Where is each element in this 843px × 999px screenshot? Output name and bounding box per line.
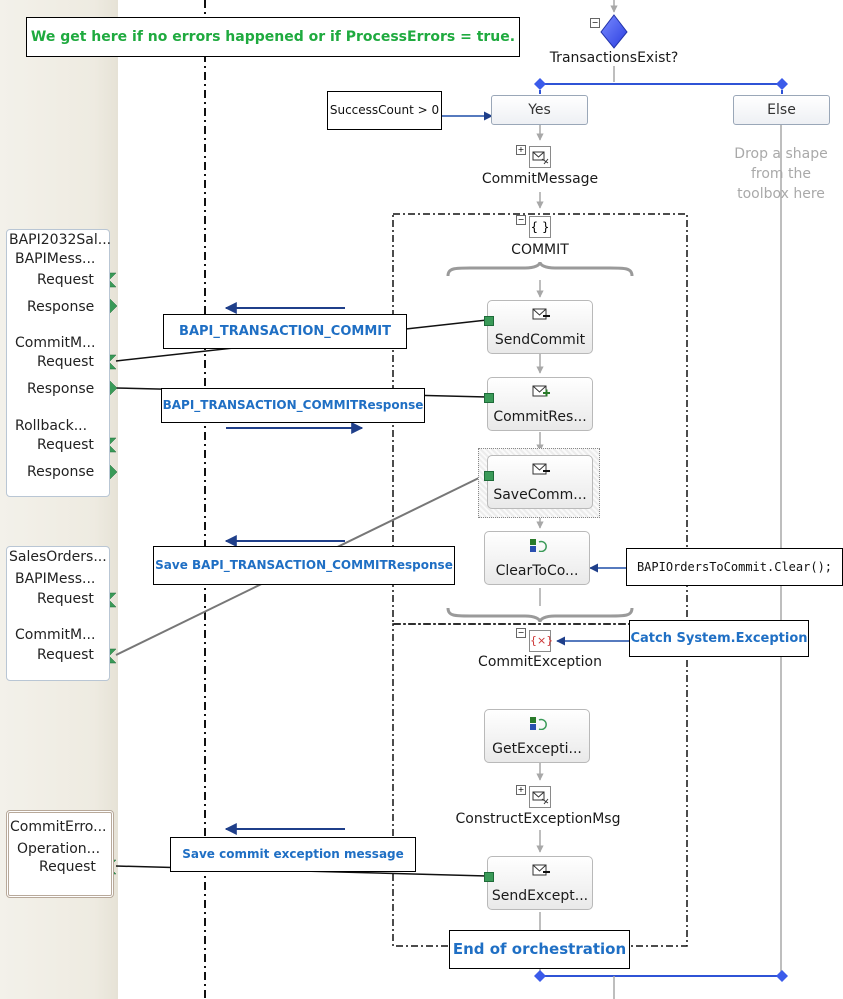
send-message-icon xyxy=(532,463,550,475)
request-label[interactable]: Request xyxy=(37,437,94,453)
operation-name: Operation... xyxy=(17,841,101,857)
get-exception-label: GetExcepti... xyxy=(492,741,582,757)
branch-yes[interactable]: Yes xyxy=(491,95,588,125)
construct-message-icon[interactable] xyxy=(529,146,551,168)
port-title: BAPI2032Sal... xyxy=(9,232,112,248)
port-title: CommitErro... xyxy=(10,819,107,835)
port-commit-error[interactable]: CommitErro... Operation... Request xyxy=(6,810,114,898)
rule-note: SuccessCount > 0 xyxy=(327,91,442,130)
get-exception-shape[interactable]: GetExcepti... xyxy=(484,709,590,763)
expand-toggle[interactable]: + xyxy=(516,785,526,795)
annotation-clear-code: BAPIOrdersToCommit.Clear(); xyxy=(626,548,843,586)
annotation-catch: Catch System.Exception xyxy=(629,620,809,657)
clear-to-commit-shape[interactable]: ClearToCo... xyxy=(484,531,590,585)
request-label[interactable]: Request xyxy=(37,591,94,607)
scope-brace-bottom xyxy=(446,607,634,623)
scope-brace-top xyxy=(446,261,634,277)
send-commit-shape[interactable]: SendCommit xyxy=(487,300,593,354)
commit-response-port[interactable] xyxy=(484,393,494,403)
exception-scope-frame xyxy=(392,623,688,947)
scope-braces-icon[interactable]: { } xyxy=(529,216,551,238)
request-label[interactable]: Request xyxy=(37,647,94,663)
scope-label: COMMIT xyxy=(511,242,569,258)
save-commit-shape[interactable]: SaveComm... xyxy=(487,455,593,509)
commit-response-shape[interactable]: CommitRes... xyxy=(487,377,593,431)
port-title: SalesOrders... xyxy=(9,549,107,565)
annotation-bapi-commit-response: BAPI_TRANSACTION_COMMITResponse xyxy=(161,388,425,423)
send-commit-port[interactable] xyxy=(484,316,494,326)
send-exception-label: SendExcept... xyxy=(491,888,589,904)
annotation-end: End of orchestration xyxy=(449,930,630,969)
collapse-toggle[interactable]: − xyxy=(590,18,600,28)
annotation-save-exception: Save commit exception message xyxy=(170,837,416,872)
construct-exception-msg-label: ConstructExceptionMsg xyxy=(455,811,621,827)
operation-name: BAPIMess... xyxy=(15,251,96,267)
request-label[interactable]: Request xyxy=(37,272,94,288)
receive-message-icon xyxy=(532,385,550,397)
commit-exception-label: CommitException xyxy=(478,654,602,670)
save-commit-port[interactable] xyxy=(484,471,494,481)
construct-message-icon[interactable] xyxy=(529,786,551,808)
operation-name: CommitM... xyxy=(15,627,96,643)
annotation-bapi-commit: BAPI_TRANSACTION_COMMIT xyxy=(163,314,407,349)
send-message-icon xyxy=(532,308,550,320)
port-bapi2032[interactable]: BAPI2032Sal... BAPIMess... Request Respo… xyxy=(6,229,112,497)
decision-label: TransactionsExist? xyxy=(549,50,679,66)
send-exception-shape[interactable]: SendExcept... xyxy=(487,856,593,910)
send-exception-port[interactable] xyxy=(484,872,494,882)
annotation-save-bapi: Save BAPI_TRANSACTION_COMMITResponse xyxy=(153,546,455,585)
response-label[interactable]: Response xyxy=(27,464,95,480)
response-label[interactable]: Response xyxy=(27,299,95,315)
operation-name: BAPIMess... xyxy=(15,571,96,587)
expression-icon xyxy=(530,717,547,730)
send-message-icon xyxy=(532,864,550,876)
branch-else[interactable]: Else xyxy=(733,95,830,125)
clear-to-commit-label: ClearToCo... xyxy=(495,563,579,579)
expand-toggle[interactable]: + xyxy=(516,145,526,155)
commit-message-label: CommitMessage xyxy=(481,171,599,187)
expression-icon xyxy=(530,539,547,552)
operation-name: CommitM... xyxy=(15,335,96,351)
catch-exception-icon[interactable]: {×} xyxy=(529,630,553,652)
commit-response-label: CommitRes... xyxy=(493,409,587,425)
exception-collapse-toggle[interactable]: − xyxy=(516,628,526,638)
scope-collapse-toggle[interactable]: − xyxy=(516,215,526,225)
save-commit-label: SaveComm... xyxy=(493,487,587,503)
decision-diamond[interactable] xyxy=(600,14,628,49)
port-sales-orders[interactable]: SalesOrders... BAPIMess... Request Commi… xyxy=(6,546,110,681)
else-placeholder: Drop a shape from the toolbox here xyxy=(734,146,828,202)
send-commit-label: SendCommit xyxy=(494,332,586,348)
title-note: We get here if no errors happened or if … xyxy=(26,17,520,57)
request-label[interactable]: Request xyxy=(37,354,94,370)
operation-name: Rollback... xyxy=(15,418,88,434)
request-label[interactable]: Request xyxy=(39,859,96,875)
response-label[interactable]: Response xyxy=(27,381,95,397)
